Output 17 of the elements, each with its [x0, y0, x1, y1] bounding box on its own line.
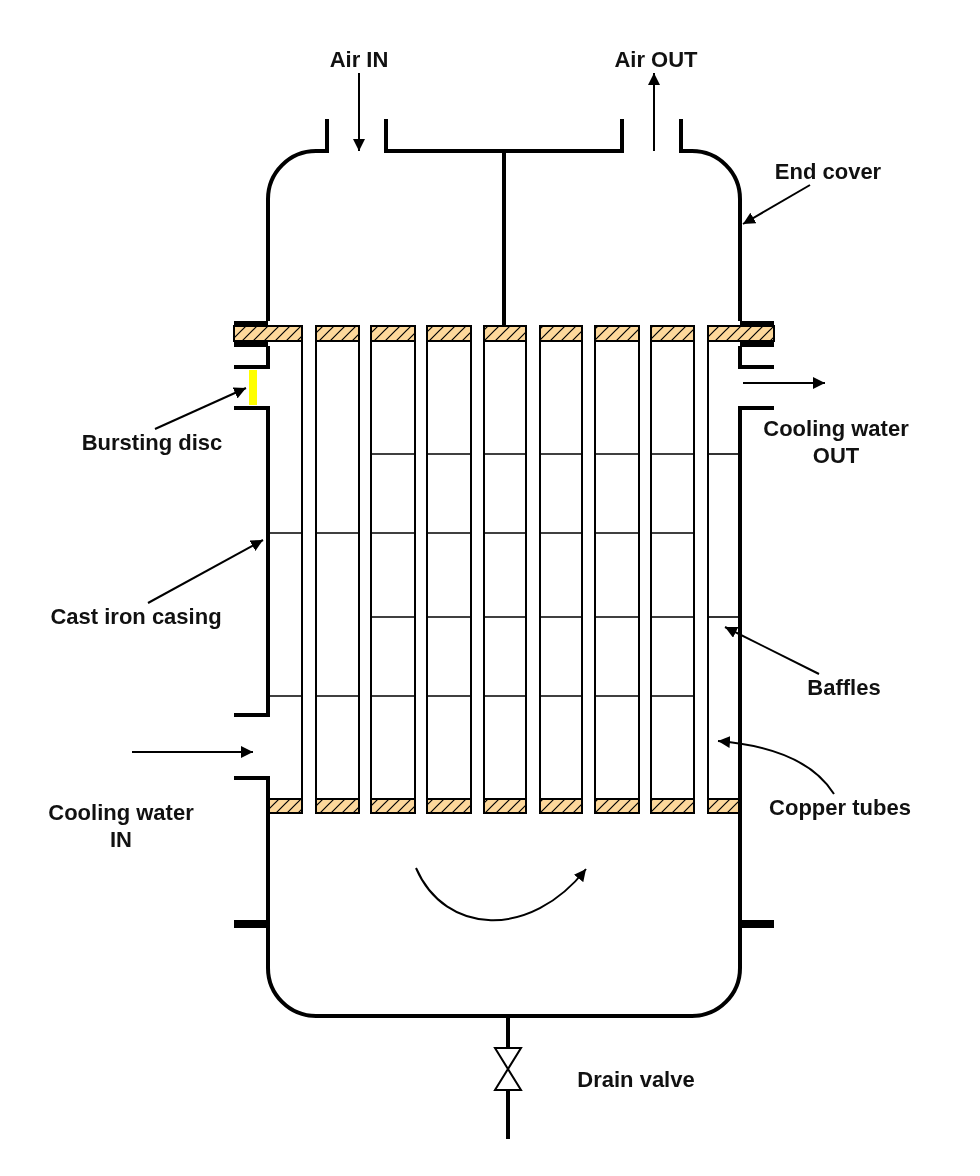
flow-label: Cooling water IN [47, 799, 195, 853]
part-label: Air IN [329, 46, 389, 73]
flow-arrow [648, 72, 660, 152]
flow-arrow [353, 72, 365, 152]
part-label: Cast iron casing [50, 603, 222, 630]
leader-arrow [724, 626, 820, 675]
leader-arrow [742, 184, 811, 225]
part-label: Baffles [807, 674, 881, 701]
leader-arrow [717, 736, 835, 795]
leader-arrow [147, 539, 264, 604]
part-label: Air OUT [614, 46, 698, 73]
part-label: Bursting disc [81, 429, 223, 456]
part-label: Drain valve [577, 1066, 695, 1093]
part-label: Copper tubes [769, 794, 911, 821]
flow-label: Cooling water OUT [762, 415, 910, 469]
part-label: End cover [774, 158, 882, 185]
leader-arrow [154, 387, 247, 430]
